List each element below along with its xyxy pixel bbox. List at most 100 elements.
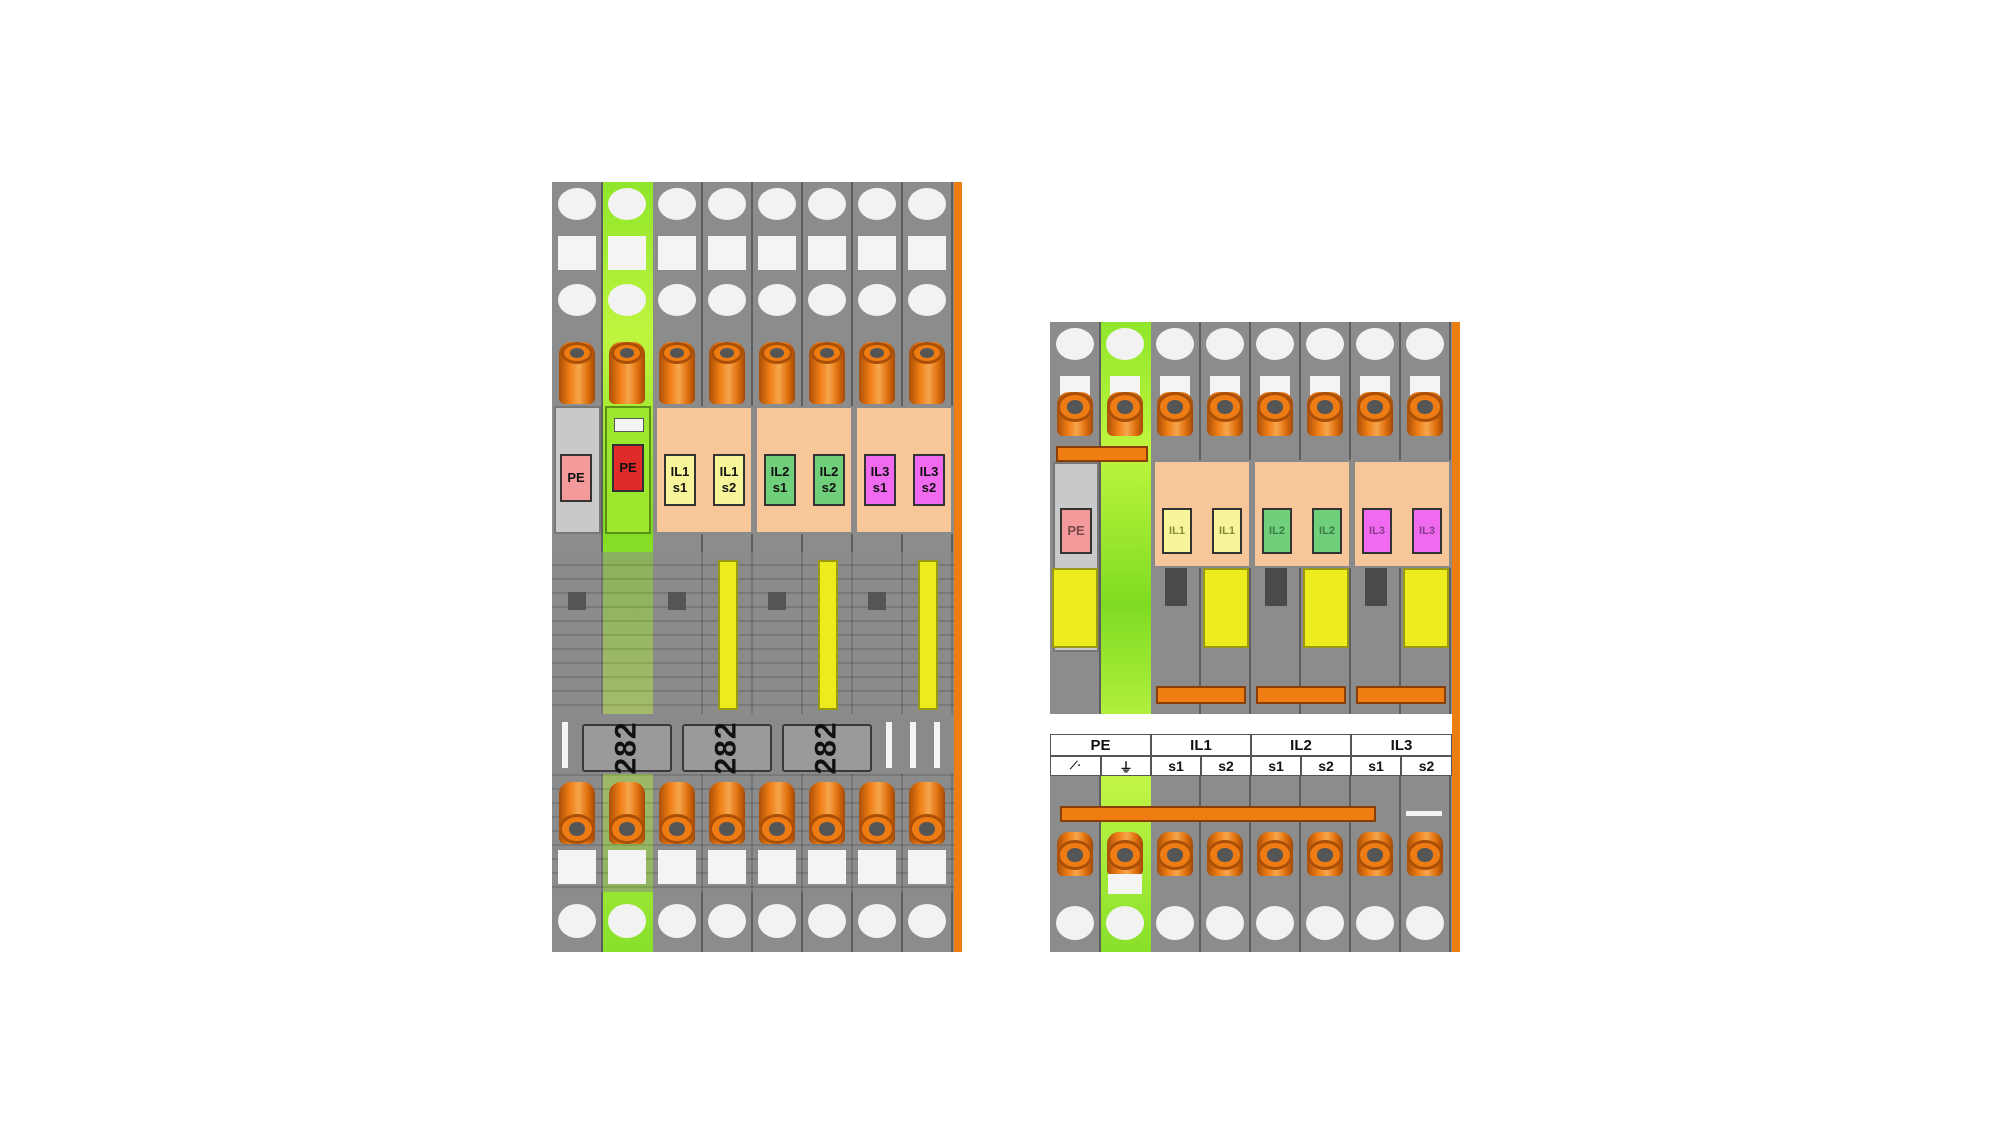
screw-opening: [1256, 906, 1294, 940]
sub-label-4: s2: [1301, 756, 1351, 776]
slot-5: [1251, 322, 1301, 952]
label-text: s2: [1318, 758, 1334, 774]
screw-opening: [1156, 328, 1194, 360]
screw-opening: [758, 284, 796, 316]
tag-label: IL2: [1269, 525, 1285, 537]
terminal-screw-head: [859, 814, 895, 844]
screw-opening: [608, 904, 646, 938]
marker-window: [758, 850, 796, 884]
marker-text: 282: [710, 721, 743, 775]
tag-sub: s1: [872, 480, 888, 495]
screw-opening: [858, 904, 896, 938]
tag-il2-b: IL2: [1312, 508, 1342, 554]
terminal-screw-head: [761, 342, 793, 364]
tag-label: IL1: [719, 464, 739, 479]
dark-contact: [1165, 568, 1187, 606]
terminal-screw-head: [1307, 840, 1343, 870]
marker-window: [858, 850, 896, 884]
disconnect-lever-l3[interactable]: [918, 560, 938, 710]
pe-lever[interactable]: [1052, 568, 1098, 648]
label-text: s1: [1168, 758, 1184, 774]
marker-bar: [910, 722, 916, 768]
terminal-screw-head: [611, 342, 643, 364]
tag-label: IL3: [1419, 525, 1435, 537]
screw-opening: [558, 904, 596, 938]
marker-window: [808, 850, 846, 884]
bridge-l1: [1156, 686, 1246, 704]
marker-window: [908, 236, 946, 270]
marker-window: [708, 236, 746, 270]
screw-opening: [908, 284, 946, 316]
disconnect-lever-l1[interactable]: [718, 560, 738, 710]
label-text: IL2: [1290, 736, 1312, 754]
screw-opening: [908, 188, 946, 220]
terminal-screw-head: [661, 342, 693, 364]
screw-opening: [1106, 906, 1144, 940]
terminal-screw-head: [811, 342, 843, 364]
screw-opening: [1256, 328, 1294, 360]
terminal-screw-head: [1207, 840, 1243, 870]
screw-opening: [1306, 328, 1344, 360]
marker-282-3: 282: [782, 721, 872, 775]
screw-opening: [658, 188, 696, 220]
dark-contact: [1265, 568, 1287, 606]
end-plate: [954, 182, 962, 952]
label-text: s2: [1218, 758, 1234, 774]
tag-pe-1: PE: [560, 454, 592, 502]
screw-opening: [558, 188, 596, 220]
sub-label-1: s1: [1151, 756, 1201, 776]
terminal-screw-head: [709, 814, 745, 844]
tag-il1-a: IL1: [1162, 508, 1192, 554]
label-text: s1: [1268, 758, 1284, 774]
marker-bar: [886, 722, 892, 768]
terminal-screw-head: [1307, 392, 1343, 422]
group-label-il2: IL2: [1251, 734, 1351, 756]
terminal-screw-head: [1157, 392, 1193, 422]
tag-sub: s2: [821, 480, 837, 495]
disconnect-lever-l2[interactable]: [818, 560, 838, 710]
terminal-screw-head: [711, 342, 743, 364]
terminal-screw-head: [1057, 840, 1093, 870]
sub-label-2: s2: [1201, 756, 1251, 776]
disconnect-lever-l1[interactable]: [1203, 568, 1249, 648]
terminal-screw-head: [911, 342, 943, 364]
screw-opening: [858, 188, 896, 220]
screw-opening: [708, 284, 746, 316]
tag-pe: PE: [1060, 508, 1092, 554]
indicator-window: [768, 592, 786, 610]
group-label-il1: IL1: [1151, 734, 1251, 756]
dark-contact: [1365, 568, 1387, 606]
terminal-screw-head: [809, 814, 845, 844]
tag-label: PE: [567, 470, 585, 485]
terminal-screw-head: [559, 814, 595, 844]
marker-text: 282: [610, 721, 643, 775]
disconnect-lever-l3[interactable]: [1403, 568, 1449, 648]
disconnect-lever-l2[interactable]: [1303, 568, 1349, 648]
terminal-screw-head: [659, 814, 695, 844]
terminal-screw-head: [1357, 840, 1393, 870]
screw-opening: [808, 188, 846, 220]
terminal-screw-head: [561, 342, 593, 364]
screw-opening: [1356, 906, 1394, 940]
marker-window: [908, 850, 946, 884]
group-label-il3: IL3: [1351, 734, 1452, 756]
screw-opening: [908, 904, 946, 938]
marker-bar: [934, 722, 940, 768]
slot-1: [1050, 322, 1101, 952]
label-text: s1: [1368, 758, 1384, 774]
screw-opening: [1306, 906, 1344, 940]
label-text: ⏚: [1119, 759, 1133, 775]
tag-il3-a: IL3: [1362, 508, 1392, 554]
marker-window: [658, 850, 696, 884]
earth-icon: ⏚: [1101, 756, 1151, 776]
terminal-screw-head: [1257, 392, 1293, 422]
screw-opening: [1406, 906, 1444, 940]
screw-opening: [708, 188, 746, 220]
sub-label-5: s1: [1351, 756, 1401, 776]
terminal-screw-head: [1207, 392, 1243, 422]
